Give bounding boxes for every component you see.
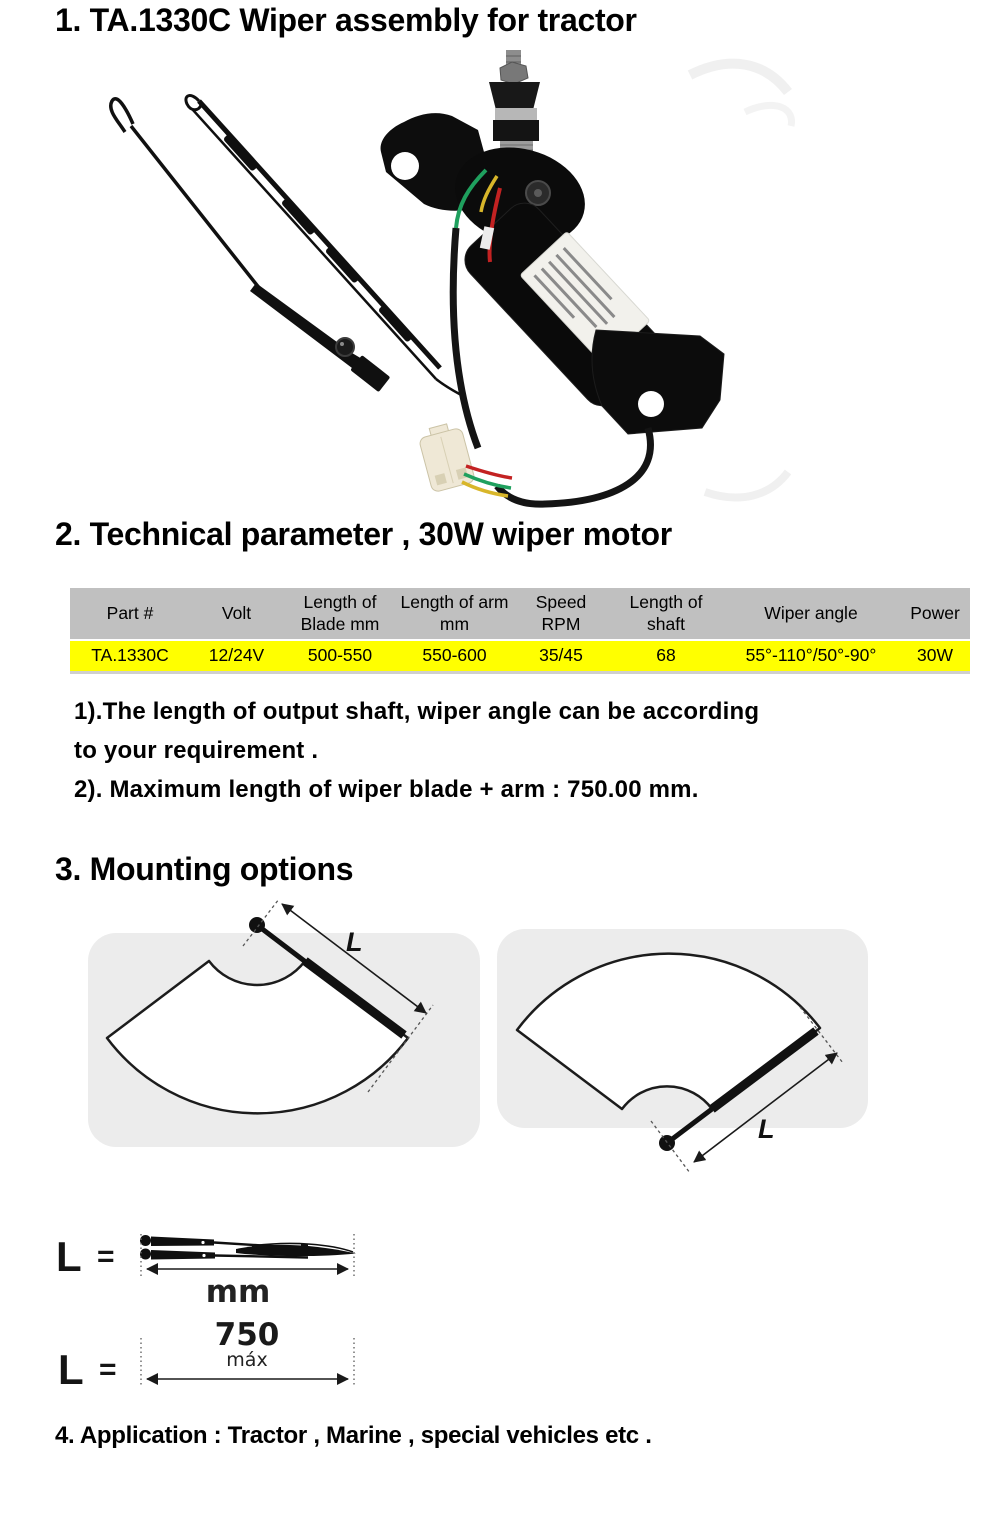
col-header-volt: Volt (190, 588, 283, 640)
cell-blade-length: 500-550 (283, 639, 397, 674)
section-1-title: 1. TA.1330C Wiper assembly for tractor (55, 2, 637, 38)
wiper-motor (380, 50, 725, 508)
motor-bottom-bracket (591, 329, 725, 435)
pivot-dot (249, 917, 265, 933)
cell-speed: 35/45 (512, 639, 610, 674)
wiper-arm (109, 97, 390, 392)
cell-wiper-angle: 55°-110°/50°-90° (722, 639, 900, 674)
note-line-3: 2). Maximum length of wiper blade + arm … (74, 776, 699, 803)
section-4-title: 4. Application : Tractor , Marine , spec… (55, 1422, 652, 1449)
motor-wires (454, 168, 502, 263)
wiper-side-view (140, 1235, 356, 1260)
pivot-dot (659, 1135, 675, 1151)
equals-sign: = (99, 1353, 117, 1386)
col-header-part: Part # (70, 588, 190, 640)
note-line-2: to your requirement . (74, 737, 319, 764)
extension-line-bottom (650, 1120, 691, 1174)
equals-sign: = (97, 1240, 115, 1273)
length-symbol: L (56, 1233, 82, 1280)
section-2-title: 2. Technical parameter , 30W wiper motor (55, 516, 672, 552)
col-header-wiper-angle: Wiper angle (722, 588, 900, 640)
wiper-blade (184, 94, 464, 398)
extension-line-bottom (367, 1004, 434, 1093)
cell-shaft-length: 68 (610, 639, 722, 674)
dimension-arrow (281, 903, 427, 1014)
cell-volt: 12/24V (190, 639, 283, 674)
col-header-shaft-length: Length of shaft (610, 588, 722, 640)
mounting-diagrams: L L (88, 898, 868, 1174)
extension-line-top (242, 898, 280, 947)
note-line-1: 1).The length of output shaft, wiper ang… (74, 698, 760, 725)
section-3-title: 3. Mounting options (55, 851, 354, 887)
product-photo (109, 50, 795, 508)
motor-label (520, 232, 650, 364)
unit-label: mm (206, 1274, 271, 1310)
length-symbol: L (58, 1346, 84, 1393)
spec-table-header-row: Part # Volt Length of Blade mm Length of… (70, 588, 970, 640)
col-header-speed: Speed RPM (512, 588, 610, 640)
dimension-label: L (758, 1114, 775, 1144)
cell-part: TA.1330C (70, 639, 190, 674)
dimension-label: L (346, 927, 363, 957)
cell-power: 30W (900, 639, 970, 674)
length-row-2: L = 750 máx (58, 1317, 355, 1393)
watermark-artifacts (687, 58, 795, 502)
length-legend: L = mm L = 750 (56, 1233, 356, 1393)
motor-cables (449, 227, 654, 508)
col-header-power: Power (900, 588, 970, 640)
mounting-diagram-left: L (88, 898, 480, 1147)
col-header-blade-length: Length of Blade mm (283, 588, 397, 640)
max-value: 750 (215, 1317, 280, 1353)
max-qualifier: máx (226, 1349, 267, 1371)
col-header-arm-length: Length of arm mm (397, 588, 512, 640)
cell-arm-length: 550-600 (397, 639, 512, 674)
spec-table: Part # Volt Length of Blade mm Length of… (70, 588, 970, 674)
motor-connector (419, 423, 513, 498)
motor-gearbox (455, 147, 585, 245)
spec-table-data-row: TA.1330C 12/24V 500-550 550-600 35/45 68… (70, 639, 970, 674)
dimension-arrow (693, 1052, 838, 1163)
length-row-1: L = mm (56, 1233, 356, 1310)
mounting-diagram-right: L (497, 929, 868, 1174)
